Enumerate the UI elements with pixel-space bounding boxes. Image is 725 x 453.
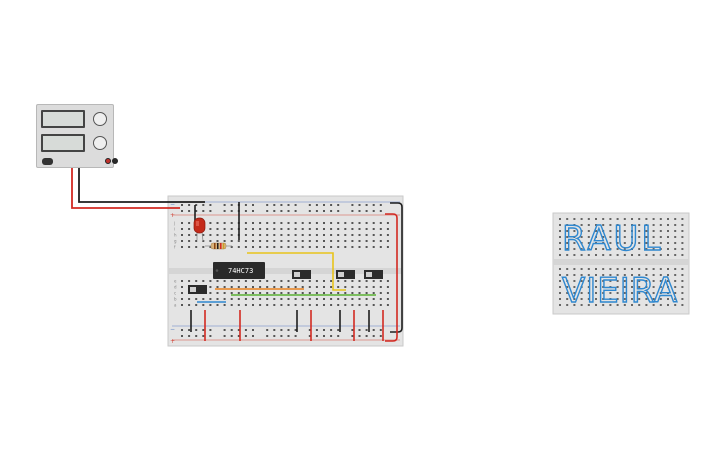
yellow-wire: [247, 252, 346, 291]
row-letter: h: [174, 233, 177, 238]
row-letter: f: [174, 245, 176, 250]
row-letter: b: [174, 297, 177, 302]
rail-minus-bottom: −: [170, 326, 175, 333]
row-letter: g: [174, 239, 177, 244]
supply-black-wire: [78, 162, 205, 203]
name-line-vieira-text: VIEIRA: [562, 271, 678, 311]
power-switch[interactable]: [42, 158, 53, 165]
slide-switch-3[interactable]: [336, 270, 355, 279]
rail-plus-bottom: +: [170, 338, 175, 345]
name-line-vieira[interactable]: VIEIRA: [561, 270, 678, 311]
voltage-display: [41, 110, 85, 128]
slide-switches[interactable]: [188, 270, 383, 294]
board-wires[interactable]: [190, 202, 403, 342]
supply-red-wire: [71, 162, 180, 209]
current-display: [41, 134, 85, 152]
voltage-knob-icon[interactable]: [93, 112, 107, 126]
red-rail-loop-wire: [385, 213, 398, 342]
slide-switch-2[interactable]: [292, 270, 311, 279]
row-letter: i: [174, 227, 175, 232]
row-letter: a: [174, 303, 177, 308]
row-letter: e: [174, 279, 177, 284]
name-line-raul[interactable]: RAUL: [561, 218, 663, 259]
row-letter: c: [174, 291, 176, 296]
row-letter: d: [174, 285, 177, 290]
red-led[interactable]: [193, 217, 206, 242]
slide-switch-4[interactable]: [364, 270, 383, 279]
rail-minus-top: −: [170, 201, 175, 208]
resistor[interactable]: [205, 242, 232, 250]
black-rail-loop-wire: [390, 202, 403, 333]
breadboard-holes[interactable]: [181, 204, 389, 337]
positive-terminal[interactable]: [105, 158, 111, 164]
ic-chip-74hc73[interactable]: 74HC73: [213, 262, 265, 279]
row-letter: j: [173, 221, 175, 226]
chip-label: 74HC73: [228, 267, 253, 275]
slide-switch-1[interactable]: [188, 285, 207, 294]
name-line-raul-text: RAUL: [562, 219, 663, 259]
power-supply[interactable]: [36, 104, 118, 168]
rail-plus-top: +: [170, 212, 175, 219]
current-knob-icon[interactable]: [93, 136, 107, 150]
name-board-holes[interactable]: [559, 218, 684, 306]
name-wire-letters[interactable]: RAUL VIEIRA: [561, 218, 678, 311]
power-wires[interactable]: [71, 162, 205, 209]
negative-terminal[interactable]: [112, 158, 118, 164]
name-breadboard[interactable]: RAUL VIEIRA: [552, 212, 690, 315]
